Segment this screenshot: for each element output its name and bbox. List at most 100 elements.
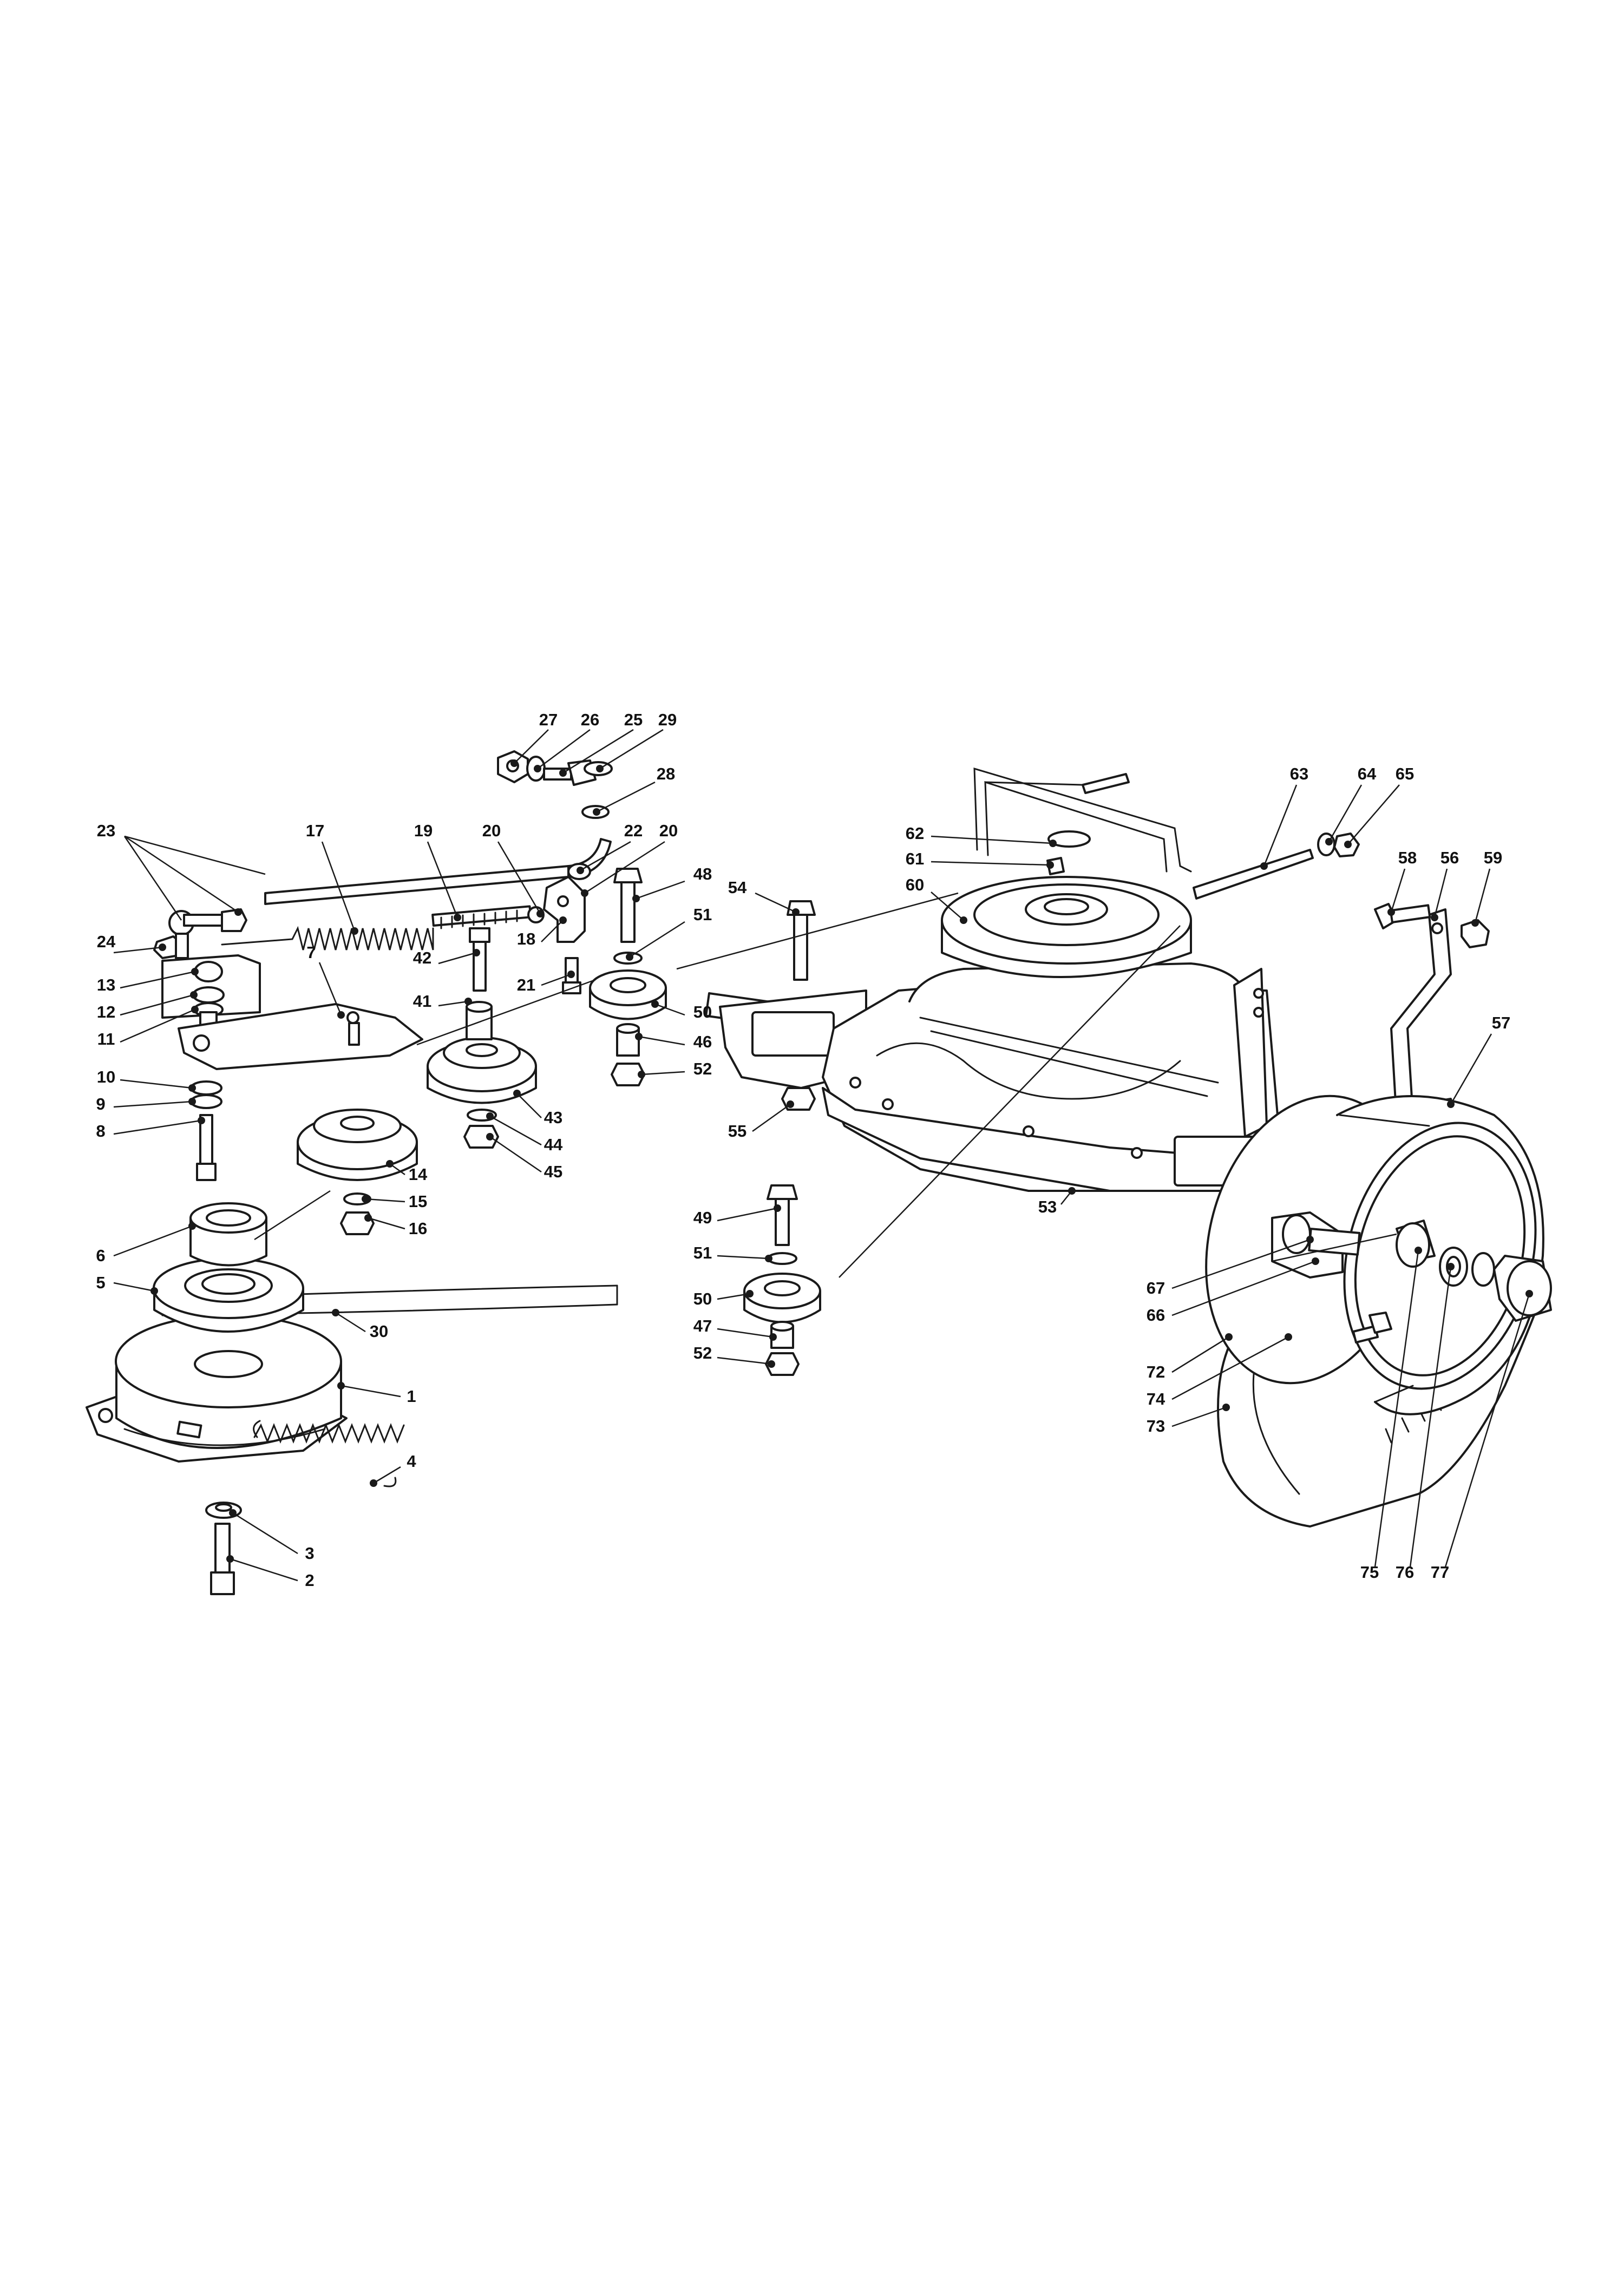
callout-73: 73 xyxy=(1147,1404,1230,1436)
svg-text:11: 11 xyxy=(97,1030,115,1048)
bracket-18 xyxy=(527,876,586,943)
svg-text:50: 50 xyxy=(693,1002,712,1021)
callout-72: 72 xyxy=(1147,1333,1233,1381)
svg-text:17: 17 xyxy=(306,821,324,840)
svg-text:51: 51 xyxy=(693,905,712,924)
nut-52-top xyxy=(611,1063,645,1086)
callout-48: 48 xyxy=(632,864,712,902)
callout-8: 8 xyxy=(96,1117,205,1141)
svg-text:19: 19 xyxy=(414,821,433,840)
tension-spring-4 xyxy=(253,1420,405,1487)
callout-64: 64 xyxy=(1325,764,1377,845)
callout-49: 49 xyxy=(693,1204,781,1227)
callout-6: 6 xyxy=(96,1222,196,1265)
callout-67: 67 xyxy=(1147,1236,1314,1297)
callout-58: 58 xyxy=(1387,848,1417,916)
idler-pulley-50-top xyxy=(589,969,667,1020)
callout-51b: 51 xyxy=(693,1243,772,1262)
spacer-46 xyxy=(616,1023,640,1057)
callout-43: 43 xyxy=(513,1090,562,1127)
pulley-5 xyxy=(153,1257,304,1333)
svg-text:30: 30 xyxy=(370,1322,388,1341)
svg-text:54: 54 xyxy=(728,878,747,897)
callout-45: 45 xyxy=(486,1133,562,1181)
bolt-42 xyxy=(469,927,490,992)
control-rod-63 xyxy=(973,767,1314,900)
callout-10: 10 xyxy=(97,1067,196,1092)
callout-18: 18 xyxy=(517,916,567,948)
callout-56: 56 xyxy=(1431,848,1459,921)
svg-text:50: 50 xyxy=(693,1289,712,1308)
callout-77: 77 xyxy=(1431,1290,1533,1582)
svg-text:53: 53 xyxy=(1038,1197,1057,1216)
callout-50a: 50 xyxy=(651,1000,712,1021)
svg-text:15: 15 xyxy=(409,1192,427,1211)
svg-text:49: 49 xyxy=(693,1208,712,1227)
callout-76: 76 xyxy=(1396,1263,1455,1582)
svg-text:62: 62 xyxy=(906,824,924,843)
callout-51a: 51 xyxy=(626,905,712,961)
svg-text:61: 61 xyxy=(906,849,924,868)
wheel-rim-72 xyxy=(1205,1094,1544,1415)
idler-pulley-14 xyxy=(297,1109,418,1181)
spring-17 xyxy=(221,926,434,951)
callout-2: 2 xyxy=(226,1555,315,1590)
callout-61: 61 xyxy=(906,849,1054,869)
bolt-2 xyxy=(210,1523,235,1595)
svg-text:27: 27 xyxy=(539,710,558,729)
svg-text:45: 45 xyxy=(544,1162,562,1181)
svg-text:52: 52 xyxy=(693,1343,712,1362)
callout-52b: 52 xyxy=(693,1343,775,1368)
svg-text:44: 44 xyxy=(544,1135,563,1154)
svg-text:56: 56 xyxy=(1440,848,1459,867)
assembly-lines xyxy=(254,892,1397,1278)
callout-52a: 52 xyxy=(638,1059,712,1078)
spacer-41 xyxy=(466,1001,493,1040)
callout-20b: 20 xyxy=(581,821,678,897)
callout-62: 62 xyxy=(906,824,1057,847)
bolt-58 xyxy=(1374,903,1431,929)
svg-text:4: 4 xyxy=(407,1452,416,1471)
callout-54: 54 xyxy=(728,878,800,916)
svg-text:5: 5 xyxy=(96,1273,105,1292)
svg-text:21: 21 xyxy=(517,975,535,994)
callout-5: 5 xyxy=(96,1273,158,1295)
callout-57: 57 xyxy=(1447,1013,1510,1108)
bolt-8 xyxy=(196,1114,217,1181)
bracket-assembly-11-13 xyxy=(161,954,261,1032)
callout-25: 25 xyxy=(559,710,643,777)
callout-42: 42 xyxy=(413,948,480,967)
svg-text:9: 9 xyxy=(96,1094,105,1113)
callout-30: 30 xyxy=(332,1309,388,1341)
svg-text:47: 47 xyxy=(693,1316,712,1335)
callouts: 27 26 25 29 28 23 17 19 20 22 20 48 51 5… xyxy=(96,710,1533,1590)
callout-27: 27 xyxy=(510,710,558,767)
svg-text:10: 10 xyxy=(97,1067,115,1086)
callout-41: 41 xyxy=(413,992,472,1011)
svg-text:60: 60 xyxy=(906,875,924,894)
callout-46: 46 xyxy=(635,1032,712,1051)
svg-text:25: 25 xyxy=(624,710,643,729)
svg-text:7: 7 xyxy=(306,943,316,962)
svg-text:55: 55 xyxy=(728,1122,746,1141)
callout-13: 13 xyxy=(97,968,199,994)
nut-45 xyxy=(463,1125,499,1149)
svg-text:42: 42 xyxy=(413,948,431,967)
svg-text:14: 14 xyxy=(409,1165,428,1184)
axle-hub-66-67 xyxy=(1271,1211,1361,1279)
bolt-54 xyxy=(787,900,816,981)
threaded-rod-19 xyxy=(431,905,532,929)
callout-50b: 50 xyxy=(693,1289,754,1308)
part-drawings xyxy=(86,750,1552,1595)
svg-text:48: 48 xyxy=(693,864,712,883)
svg-text:72: 72 xyxy=(1147,1362,1165,1381)
bracket-56 xyxy=(1390,908,1452,1122)
callout-63: 63 xyxy=(1260,764,1308,870)
svg-text:57: 57 xyxy=(1492,1013,1510,1032)
svg-text:3: 3 xyxy=(305,1544,314,1563)
callout-12: 12 xyxy=(97,991,198,1021)
svg-text:20: 20 xyxy=(482,821,501,840)
transaxle-53 xyxy=(705,962,1279,1192)
callout-1: 1 xyxy=(337,1382,416,1406)
callout-17: 17 xyxy=(306,821,358,935)
